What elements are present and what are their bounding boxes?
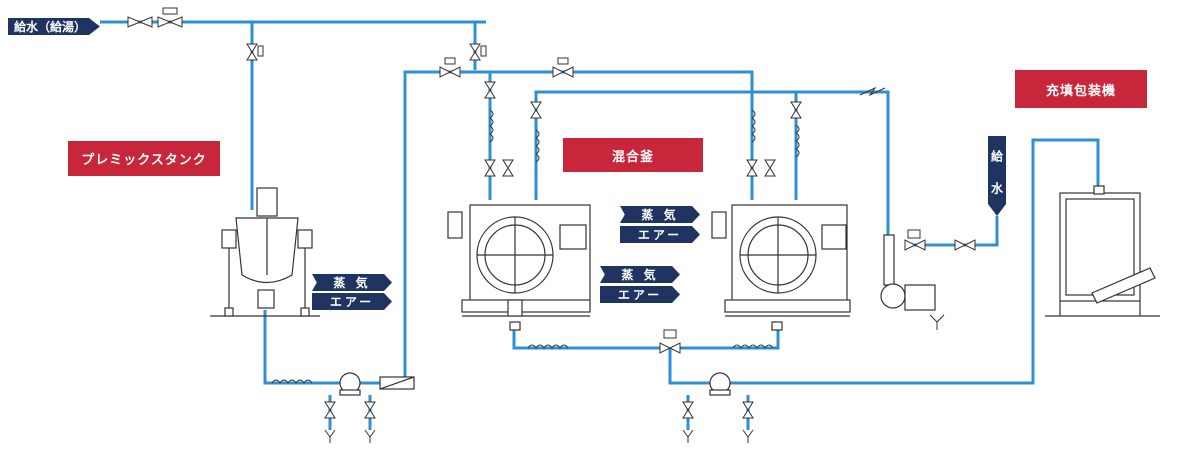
kettle-drawing-2 — [711, 204, 851, 331]
pipe-to-pump2 — [762, 90, 890, 235]
valve-icon — [790, 101, 802, 119]
filling-machine-label: 充填包装機 — [1015, 70, 1147, 108]
valve-icon — [246, 43, 264, 61]
drain-symbols — [324, 86, 945, 443]
water-supply-tag: 給 水 — [988, 136, 1006, 216]
flex-hose — [535, 129, 540, 163]
pipe-kettle2-bottom — [680, 330, 780, 350]
flex-hose — [527, 344, 569, 349]
premix-tank-drawing — [210, 187, 320, 317]
valve-icon — [530, 101, 542, 119]
valve-icon — [904, 229, 926, 251]
air-tag-kettle1: エアー — [600, 286, 680, 303]
flex-hose — [489, 109, 494, 143]
valve-icon — [742, 401, 754, 419]
pipe-kettle1-bottom — [512, 330, 665, 350]
pump-icon-premix — [339, 372, 361, 396]
pipe-to-filler — [730, 138, 1100, 385]
valve-icon — [746, 159, 758, 177]
valve-icon — [552, 57, 574, 78]
pipe-water-supply — [905, 216, 999, 247]
valves — [127, 7, 976, 419]
steam-tag-kettle1: 蒸 気 — [600, 266, 680, 283]
pipe-to-pump3 — [668, 348, 710, 385]
flex-hose — [795, 124, 800, 158]
valve-icon — [439, 57, 461, 78]
pump-icon-transfer — [709, 372, 731, 396]
valve-icon — [364, 401, 376, 419]
kettle-drawing-1 — [447, 204, 591, 331]
steam-tag-premix: 蒸 気 — [312, 274, 392, 291]
valve-icon — [954, 239, 976, 251]
valve-icon — [502, 159, 514, 177]
valve-icon — [682, 401, 694, 419]
pumps — [339, 234, 936, 396]
air-tag-kettle2: エアー — [620, 226, 700, 243]
valve-icon — [469, 43, 487, 61]
flex-hoses — [271, 109, 800, 384]
air-tag-premix: エアー — [312, 293, 392, 310]
valve-icon — [484, 81, 496, 99]
mixing-kettle-label: 混合釜 — [563, 138, 703, 172]
inlet-water-tag: 給水（給湯） — [8, 18, 100, 35]
valve-icon — [659, 329, 681, 354]
flex-hose — [751, 109, 756, 143]
flex-hose — [271, 379, 313, 384]
flex-hose — [732, 344, 774, 349]
valve-icon — [127, 16, 153, 28]
valve-icon — [764, 159, 776, 177]
valve-icon — [157, 7, 183, 28]
pipe-premix-outlet — [263, 310, 340, 385]
pump-icon-water — [880, 234, 936, 311]
filling-machine-drawing — [1045, 185, 1160, 317]
premix-tank-label: プレミックスタンク — [68, 141, 220, 176]
valve-icon — [324, 401, 336, 419]
valve-icon — [484, 159, 496, 177]
steam-tag-kettle2: 蒸 気 — [620, 206, 700, 223]
